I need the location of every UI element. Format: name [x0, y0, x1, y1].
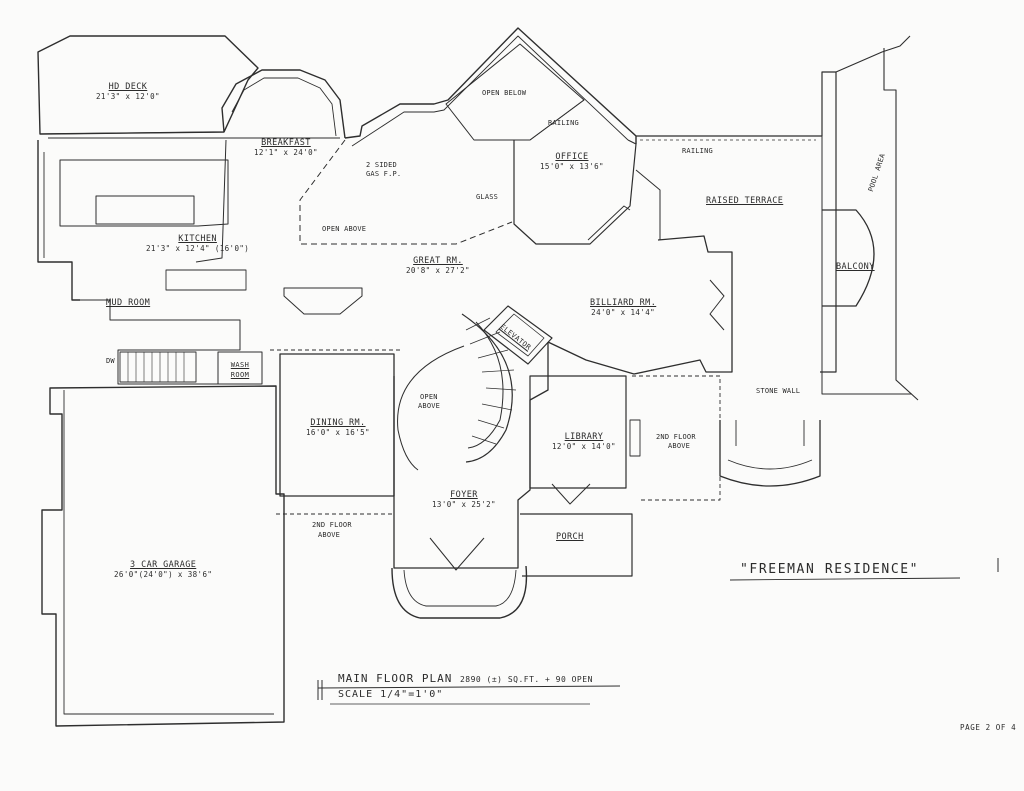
room-name: KITCHEN	[178, 234, 217, 244]
room-dims: 16'0" x 16'5"	[306, 428, 370, 437]
note-stone-wall: STONE WALL	[756, 387, 801, 395]
room-dims: 24'0" x 14'4"	[591, 308, 656, 317]
note-railing-terrace: RAILING	[682, 147, 713, 155]
title-underline	[729, 577, 961, 581]
mud-room-area	[72, 299, 241, 385]
room-name: HD DECK	[108, 82, 148, 92]
room-label-balcony: BALCONY	[836, 262, 875, 272]
curved-staircase	[461, 313, 513, 463]
open-above-curve	[397, 345, 465, 471]
room-name: RAISED TERRACE	[706, 196, 784, 206]
garage-outline	[41, 385, 285, 727]
room-name: BILLIARD RM.	[590, 298, 657, 308]
note-open-above-stair-2: ABOVE	[418, 402, 441, 410]
pool-area-wall	[835, 35, 919, 401]
page-number: PAGE 2 OF 4	[960, 723, 1017, 732]
front-door	[429, 537, 485, 571]
room-label-dining-rm: DINING RM. 16'0" x 16'5"	[306, 418, 370, 438]
room-name: DINING RM.	[310, 418, 366, 428]
porch-outline	[520, 513, 633, 577]
room-name: LIBRARY	[564, 432, 604, 442]
room-name: FOYER	[450, 490, 478, 500]
great-room-walls	[344, 27, 637, 144]
room-dims: 12'0" x 14'0"	[552, 442, 616, 451]
open-above-great-outline	[299, 139, 513, 245]
kitchen-counter	[59, 159, 229, 227]
room-name: PORCH	[556, 532, 584, 542]
room-name: 3 CAR GARAGE	[130, 560, 197, 570]
residence-title: "FREEMAN RESIDENCE"	[740, 562, 920, 577]
plan-scale: SCALE 1/4"=1'0"	[338, 689, 444, 700]
room-name: BALCONY	[836, 262, 875, 272]
plan-name: MAIN FLOOR PLAN	[338, 672, 453, 685]
room-name: OFFICE	[555, 152, 589, 162]
room-label-kitchen: KITCHEN 21'3" x 12'4" (16'0")	[146, 234, 249, 254]
room-label-great-rm: GREAT RM. 20'8" x 27'2"	[406, 256, 470, 276]
library	[529, 375, 627, 489]
stair-to-basement	[119, 351, 197, 383]
elevator-shaft	[483, 305, 553, 365]
room-dims: 26'0"(24'0") x 38'6"	[114, 570, 213, 579]
note-dw: DW	[106, 357, 115, 365]
room-dims: 13'0" x 25'2"	[432, 500, 496, 509]
room-name: WASH ROOM	[230, 361, 250, 379]
room-dims: 21'3" x 12'4" (16'0")	[146, 244, 250, 253]
room-name: BREAKFAST	[261, 138, 311, 148]
note-2nd-floor-lib-1: 2ND FLOOR	[656, 433, 696, 441]
room-label-billiard-rm: BILLIARD RM. 24'0" x 14'4"	[590, 298, 656, 318]
office-walls	[513, 139, 637, 245]
room-label-wash-room: WASH ROOM	[220, 360, 260, 380]
room-label-office: OFFICE 15'0" x 13'6"	[540, 152, 604, 172]
room-label-foyer: FOYER 13'0" x 25'2"	[432, 490, 496, 510]
front-entry-bay	[391, 565, 528, 619]
deck-inner-line	[39, 131, 225, 135]
note-2nd-floor-lib-2: ABOVE	[668, 442, 691, 450]
room-name: MUD ROOM	[106, 298, 151, 308]
note-open-above-great: OPEN ABOVE	[322, 225, 367, 233]
room-label-library: LIBRARY 12'0" x 14'0"	[552, 432, 616, 452]
note-2nd-floor-din-2: ABOVE	[318, 531, 341, 539]
room-dims: 20'8" x 27'2"	[406, 266, 470, 275]
balcony-outline	[822, 209, 875, 307]
room-label-mud-room: MUD ROOM	[106, 298, 150, 308]
note-gas-fp-1: 2 SIDED	[366, 161, 397, 169]
room-name: GREAT RM.	[413, 256, 463, 266]
room-label-porch: PORCH	[556, 532, 584, 542]
stone-wall-curve	[719, 420, 821, 487]
note-railing-office: RAILING	[548, 119, 579, 127]
room-dims: 15'0" x 13'6"	[540, 162, 604, 171]
raised-terrace-outline	[636, 71, 837, 373]
kitchen-island	[95, 195, 195, 225]
foyer-walls	[393, 342, 549, 569]
note-2nd-floor-din-1: 2ND FLOOR	[312, 521, 352, 529]
note-glass: GLASS	[476, 193, 499, 201]
breakfast-bay-wall	[221, 69, 346, 139]
room-label-hd-deck: HD DECK 21'3" x 12'0"	[96, 82, 160, 102]
room-dims: 21'3" x 12'0"	[96, 92, 160, 101]
note-open-below: OPEN BELOW	[482, 89, 527, 97]
railing-office	[474, 99, 585, 141]
room-label-raised-terrace: RAISED TERRACE	[706, 196, 783, 206]
room-label-garage: 3 CAR GARAGE 26'0"(24'0") x 38'6"	[114, 560, 212, 580]
plan-name-block: MAIN FLOOR PLAN 2890 (±) SQ.FT. + 90 OPE…	[338, 672, 593, 685]
wash-room-walls	[217, 351, 263, 385]
note-gas-fp-2: GAS F.P.	[366, 170, 402, 178]
room-dims: 12'1" x 24'0"	[254, 148, 318, 157]
plan-area: 2890 (±) SQ.FT. + 90 OPEN	[459, 675, 593, 684]
plan-label-line	[317, 685, 621, 689]
great-room-fireplace	[283, 287, 363, 315]
billiard-room-walls	[547, 235, 733, 375]
room-label-breakfast: BREAKFAST 12'1" x 24'0"	[254, 138, 318, 158]
note-open-above-stair-1: OPEN	[420, 393, 438, 401]
